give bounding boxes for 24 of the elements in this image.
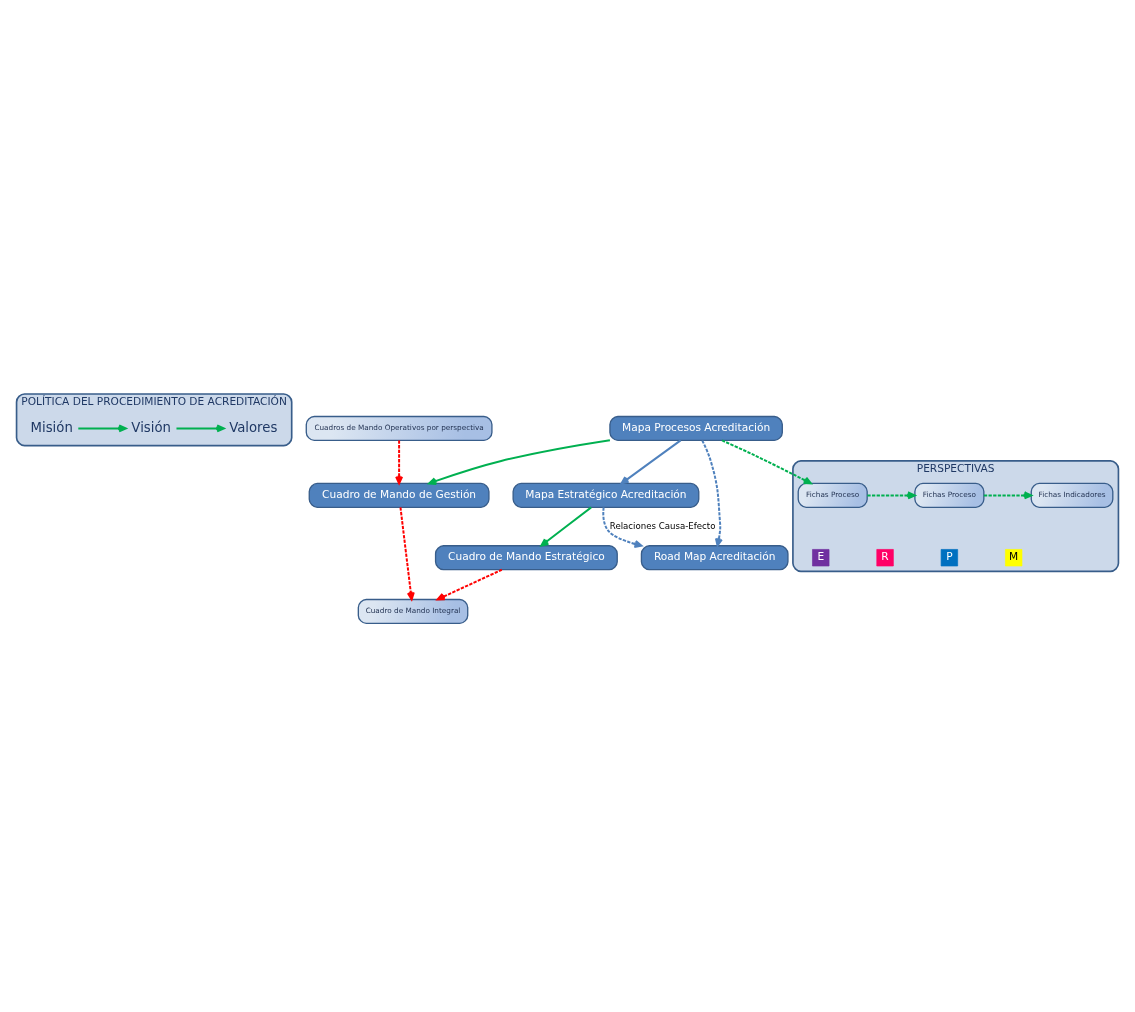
- node-box: Cuadro de Mando Estratégico: [434, 545, 618, 571]
- node-box: Mapa Procesos Acreditación: [609, 415, 783, 442]
- arrow: [77, 424, 127, 433]
- arrow: [982, 491, 1033, 500]
- node-box: Mapa Estratégico Acreditación: [512, 482, 700, 508]
- arrow: [866, 491, 916, 500]
- arrow: [540, 506, 593, 547]
- arrow: [701, 439, 723, 547]
- node-text: Misión: [30, 419, 73, 435]
- node-text: Valores: [229, 419, 278, 435]
- node-box: M: [1005, 549, 1023, 567]
- arrow: [395, 439, 404, 485]
- arrow: [602, 506, 643, 548]
- node-box: E: [812, 549, 830, 567]
- arrow: [620, 439, 682, 485]
- edge-label: Relaciones Causa-Efecto: [609, 520, 716, 531]
- node-box: R: [876, 549, 894, 567]
- node-text: Visión: [131, 419, 171, 435]
- node-box: Road Map Acreditación: [640, 545, 789, 571]
- arrow: [399, 506, 415, 601]
- arrow: [175, 424, 225, 433]
- node-box: Cuadro de Mando de Gestión: [308, 482, 490, 508]
- arrow: [428, 439, 611, 485]
- node-box: P: [940, 549, 958, 567]
